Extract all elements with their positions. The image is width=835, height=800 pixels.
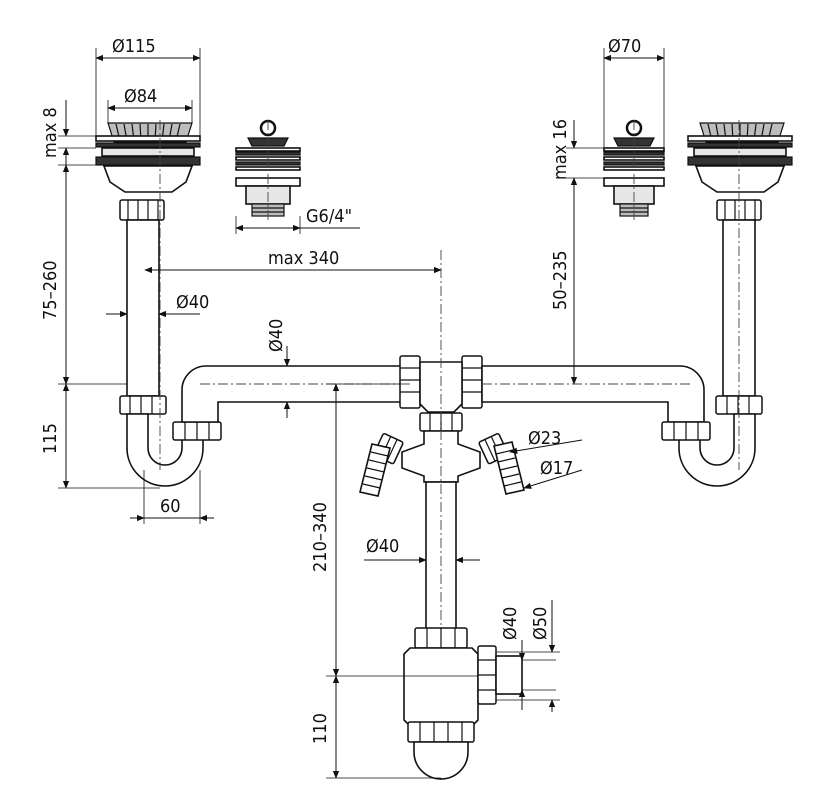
label-diameter-40-top: Ø40 [266,319,287,352]
label-max-340: max 340 [268,248,339,269]
label-115-trap-height: 115 [40,423,61,454]
label-height-110: 110 [310,713,331,744]
label-diameter-40-mid: Ø40 [366,536,399,557]
label-thread-g64: G6/4" [306,206,352,227]
label-max-16: max 16 [550,119,571,180]
left-plug-waste [235,119,301,222]
right-horizontal-branch [481,365,705,423]
right-strainer-waste [661,120,793,487]
center-tee [359,250,525,780]
label-diameter-84: Ø84 [124,86,157,107]
label-diameter-50-bottle: Ø50 [530,607,551,640]
label-diameter-23: Ø23 [528,428,561,449]
label-diameter-40-bottle: Ø40 [500,607,521,640]
left-strainer-waste [95,120,222,487]
label-diameter-70: Ø70 [608,36,641,57]
bottle-trap [403,627,523,780]
label-diameter-115: Ø115 [112,36,156,57]
label-width-60: 60 [160,496,181,517]
dimensions [58,48,665,779]
left-horizontal-branch [181,365,411,423]
right-plug-waste [603,119,665,222]
label-range-75-260: 75–260 [40,260,61,320]
label-diameter-40-left: Ø40 [176,292,209,313]
label-range-210-340: 210–340 [310,502,331,572]
label-range-50-235: 50–235 [550,250,571,310]
label-diameter-17: Ø17 [540,458,573,479]
label-max-8: max 8 [40,107,61,158]
